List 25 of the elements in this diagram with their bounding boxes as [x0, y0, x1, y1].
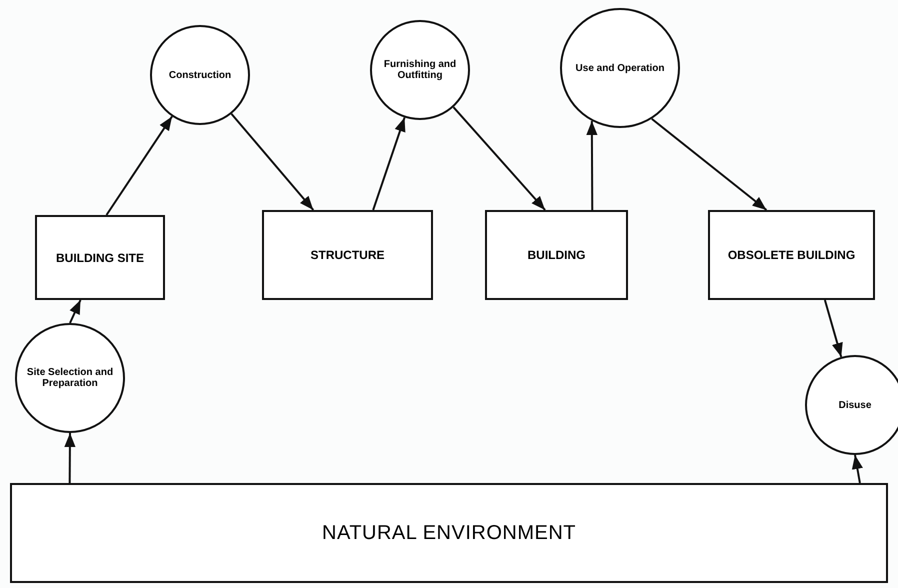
process-label: Furnishing and Outfitting [382, 59, 458, 81]
arrow [651, 118, 768, 211]
stage-box [708, 210, 875, 300]
arrow [64, 433, 76, 483]
process-label: Site Selection and Preparation [26, 367, 114, 389]
stage-box [35, 215, 165, 300]
process-label: Disuse [838, 400, 872, 410]
arrow [372, 117, 406, 210]
environment-box [10, 483, 888, 583]
stage-label: BUILDING [528, 248, 586, 262]
process-label: Construction [168, 70, 232, 80]
stage-box [485, 210, 628, 300]
arrow [586, 120, 598, 210]
stage-label: BUILDING SITE [56, 250, 144, 264]
stage-label: OBSOLETE BUILDING [728, 248, 856, 262]
arrow [69, 300, 82, 324]
stage-box [262, 210, 433, 300]
arrow [824, 300, 843, 358]
process-label: Use and Operation [576, 62, 664, 74]
stage-label: NATURAL ENVIRONMENT [322, 522, 576, 544]
arrow [106, 116, 173, 216]
arrow [852, 454, 863, 484]
stage-label: STRUCTURE [310, 248, 384, 262]
arrow [452, 106, 546, 211]
arrow [230, 113, 314, 211]
